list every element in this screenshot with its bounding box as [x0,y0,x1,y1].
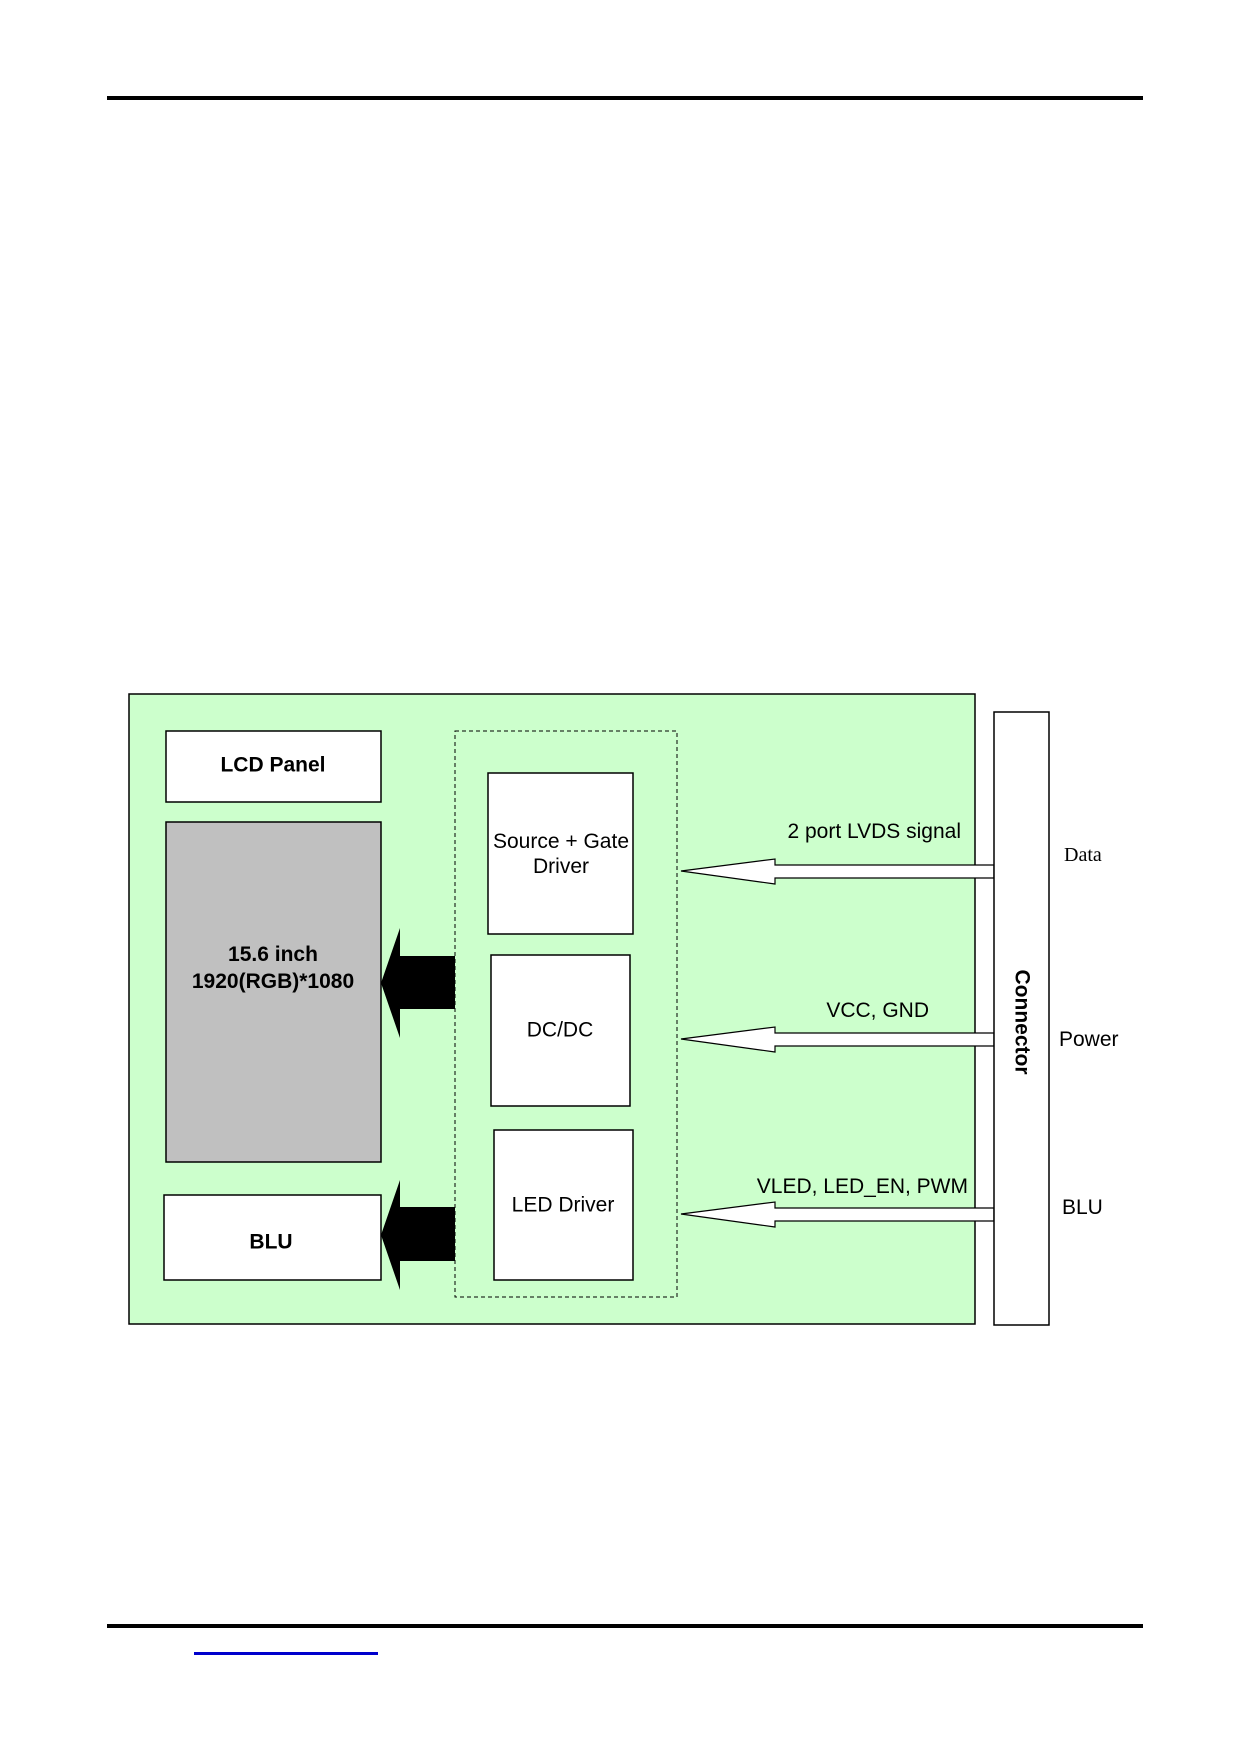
blu-box [163,1194,382,1281]
block-diagram: LCD Panel 15.6 inch 1920(RGB)*1080 BLU S… [128,693,1119,1326]
lcd-panel-label: LCD Panel [220,754,325,777]
dcdc-box [490,954,631,1107]
header-rule [107,96,1143,100]
connector-box [993,711,1050,1326]
panel-display-box [165,821,382,1163]
dcdc-label: DC/DC [527,1019,594,1042]
side-label-blu: BLU [1062,1196,1103,1219]
blu-signal-arrow [680,1201,995,1228]
panel-resolution: 1920(RGB)*1080 [192,970,354,993]
panel-size: 15.6 inch [228,943,318,966]
driver-group-dashed [454,730,678,1298]
lvds-signal-arrow [680,858,995,885]
blu-drive-arrow [381,1180,455,1290]
power-signal-label: VCC, GND [826,999,929,1022]
panel-drive-arrow [381,928,455,1038]
footer-link[interactable] [194,1630,378,1655]
blu-signal-label: VLED, LED_EN, PWM [757,1175,968,1198]
led-driver-label: LED Driver [512,1194,615,1217]
side-label-power: Power [1059,1028,1119,1051]
source-gate-label-1: Source + Gate [493,830,629,853]
lvds-signal-label: 2 port LVDS signal [787,820,961,843]
connector-label: Connector [1010,970,1033,1075]
led-driver-box [493,1129,634,1281]
lcd-panel-box [165,730,382,803]
footer-rule [107,1624,1143,1628]
side-label-data: Data [1064,844,1102,866]
power-signal-arrow [680,1026,995,1053]
source-gate-label-2: Driver [533,855,589,878]
source-gate-driver-box [487,772,634,935]
blu-box-label: BLU [249,1231,292,1254]
